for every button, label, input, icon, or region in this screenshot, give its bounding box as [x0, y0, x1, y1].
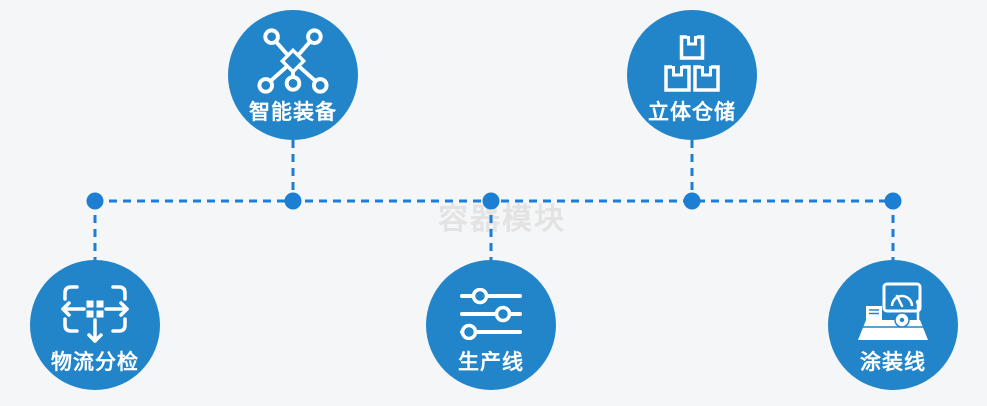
node-logistics-sorting: 物流分检 — [30, 260, 160, 390]
node-painting-line: 涂装线 — [828, 260, 958, 390]
stacked-boxes-icon — [664, 34, 720, 92]
node-warehouse: 立体仓储 — [627, 10, 757, 140]
network-nodes-icon — [257, 28, 329, 94]
machine-monitor-icon — [858, 282, 928, 340]
node-label: 物流分检 — [51, 350, 139, 374]
node-label: 智能装备 — [249, 100, 337, 124]
node-label: 生产线 — [458, 350, 524, 374]
sliders-icon — [460, 288, 522, 340]
watermark-text: 容器模块 — [438, 202, 566, 237]
sort-distribute-icon — [61, 285, 129, 343]
node-smart-equipment: 智能装备 — [228, 10, 358, 140]
node-label: 立体仓储 — [648, 100, 736, 124]
node-production-line: 生产线 — [426, 260, 556, 390]
node-label: 涂装线 — [860, 350, 926, 374]
